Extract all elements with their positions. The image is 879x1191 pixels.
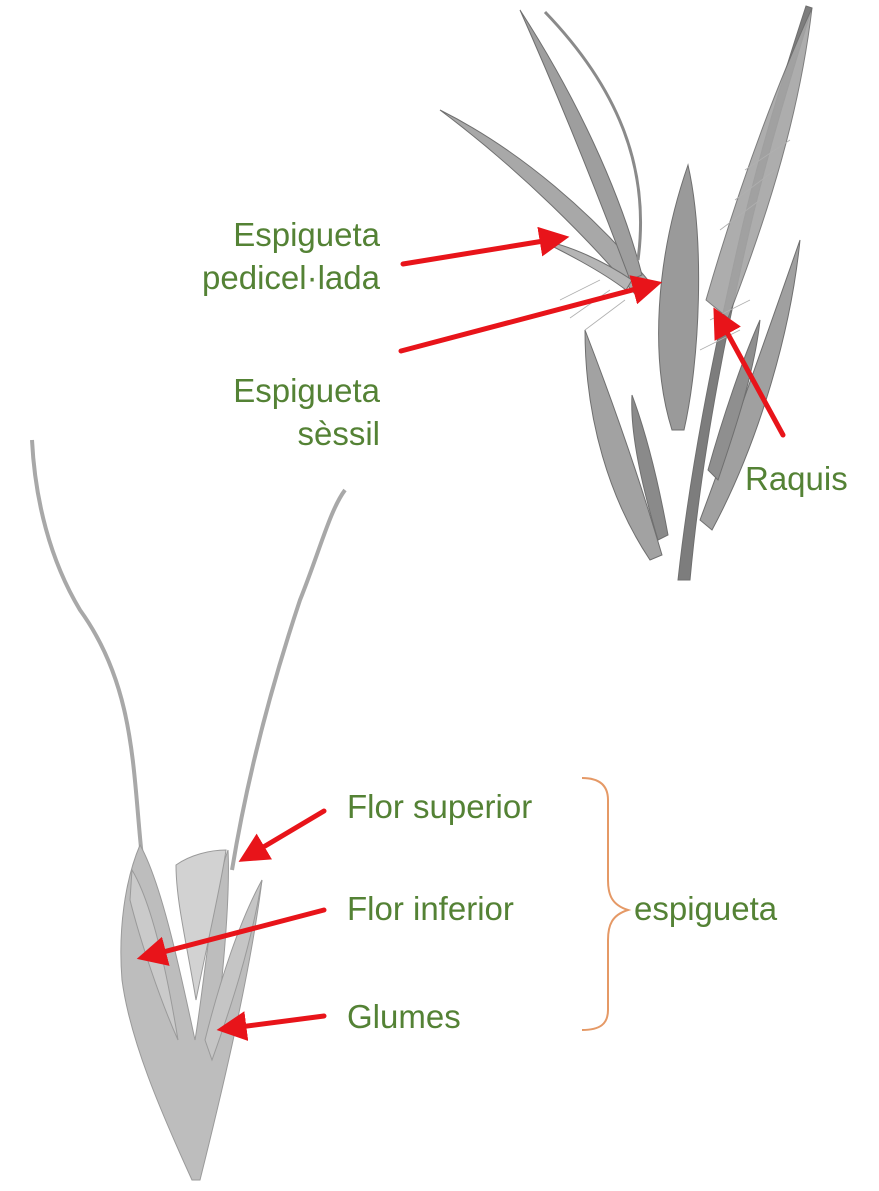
sessile-spikelet — [659, 165, 699, 430]
arrow-pedicellate — [403, 238, 562, 264]
awn-left — [32, 440, 148, 900]
label-espigueta-pedicellada-line1: Espigueta — [170, 214, 380, 257]
arrow-flor-superior — [245, 811, 324, 858]
label-raquis: Raquis — [745, 458, 848, 501]
awn-right — [232, 490, 345, 870]
label-espigueta: espigueta — [634, 888, 777, 931]
arrow-glumes — [224, 1016, 324, 1029]
label-flor-inferior: Flor inferior — [347, 888, 514, 931]
label-espigueta-pedicellada-line2: pedicel·lada — [170, 257, 380, 300]
espigueta-brace — [582, 778, 628, 1030]
lower-left-spikelet-1 — [585, 330, 662, 560]
spikelet-illustration — [32, 440, 345, 1180]
label-glumes: Glumes — [347, 996, 461, 1039]
arrow-sessile — [401, 284, 655, 351]
label-espigueta-sessil-line2: sèssil — [170, 413, 380, 456]
label-flor-superior: Flor superior — [347, 786, 532, 829]
label-espigueta-sessil: Espigueta sèssil — [170, 370, 380, 456]
label-espigueta-pedicellada: Espigueta pedicel·lada — [170, 214, 380, 300]
label-espigueta-sessil-line1: Espigueta — [170, 370, 380, 413]
